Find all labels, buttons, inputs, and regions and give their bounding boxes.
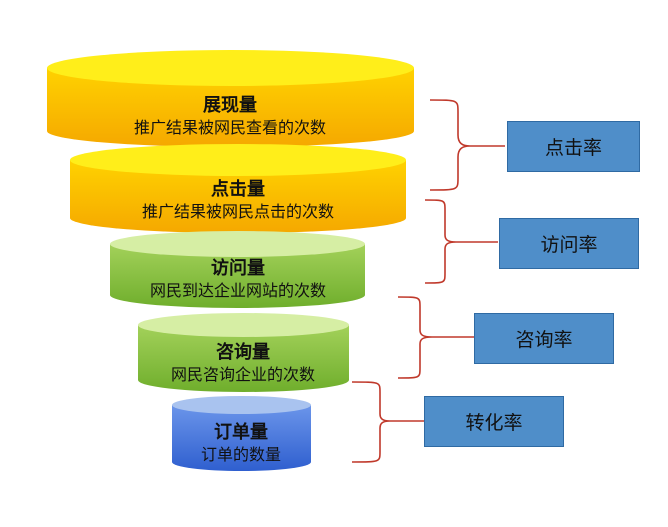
bracket-2 xyxy=(424,199,457,284)
stage-subtitle-1: 推广结果被网民查看的次数 xyxy=(133,117,326,137)
funnel-stage-1 xyxy=(47,50,414,147)
funnel-stage-2 xyxy=(70,144,406,233)
rate-box-click: 点击率 xyxy=(507,121,640,172)
funnel-stage-4 xyxy=(138,313,349,392)
rate-box-inquiry: 咨询率 xyxy=(474,313,614,364)
stage-title-1: 展现量 xyxy=(203,95,257,116)
stage-title-4: 咨询量 xyxy=(216,342,270,363)
stage-title-2: 点击量 xyxy=(211,179,265,200)
funnel-stage-5 xyxy=(172,396,311,471)
funnel-stage-3 xyxy=(110,231,365,308)
stage-subtitle-3: 网民到达企业网站的次数 xyxy=(149,280,326,300)
rate-box-visit: 访问率 xyxy=(499,218,639,269)
stage-label-4: 咨询量 网民咨询企业的次数 xyxy=(118,342,368,384)
bracket-3 xyxy=(397,296,433,379)
stage-label-1: 展现量 推广结果被网民查看的次数 xyxy=(80,95,380,137)
rate-box-conversion: 转化率 xyxy=(424,396,564,447)
bracket-1 xyxy=(429,99,471,191)
stage-title-5: 订单量 xyxy=(214,422,268,443)
stage-subtitle-4: 网民咨询企业的次数 xyxy=(170,364,315,384)
stage-subtitle-2: 推广结果被网民点击的次数 xyxy=(141,201,334,221)
stage-label-2: 点击量 推广结果被网民点击的次数 xyxy=(88,179,388,221)
stage-subtitle-5: 订单的数量 xyxy=(200,444,281,464)
stage-label-3: 访问量 网民到达企业网站的次数 xyxy=(98,258,378,300)
stage-title-3: 访问量 xyxy=(211,258,265,279)
stage-label-5: 订单量 订单的数量 xyxy=(166,422,316,464)
bracket-4 xyxy=(351,381,391,463)
